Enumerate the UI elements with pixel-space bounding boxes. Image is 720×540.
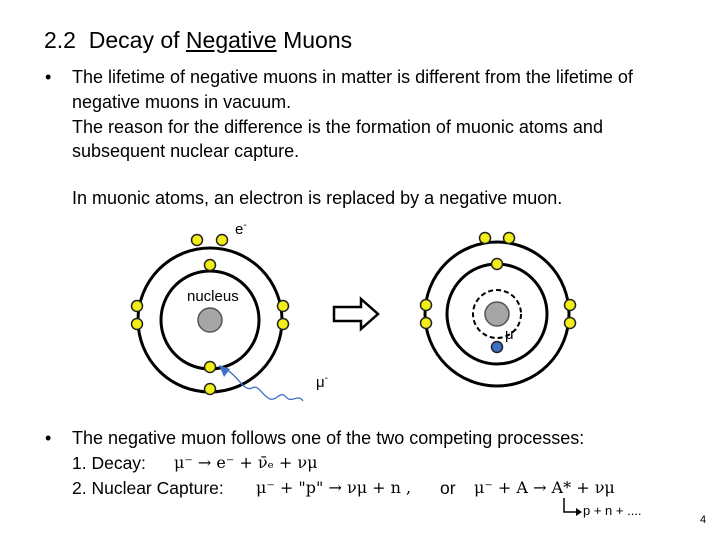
electron-4 bbox=[130, 299, 144, 313]
electron-13 bbox=[419, 298, 433, 312]
electron-1 bbox=[190, 233, 204, 247]
capture-equation-2: μ⁻ + A → A* + νμ bbox=[474, 478, 615, 497]
processes-heading: The negative muon follows one of the two… bbox=[72, 428, 585, 448]
electron-2 bbox=[215, 233, 229, 247]
branch-products: p + n + .... bbox=[583, 503, 642, 518]
intro-line-2: negative muons in vacuum. bbox=[72, 92, 292, 112]
capture-equation: μ⁻ + "p" → νμ + n , bbox=[256, 478, 412, 497]
nucleus-label: nucleus bbox=[187, 288, 239, 305]
free-muon-label: μ- bbox=[316, 373, 328, 391]
electron-5 bbox=[130, 317, 144, 331]
electron-7 bbox=[276, 317, 290, 331]
intro-line-3: The reason for the difference is the for… bbox=[72, 117, 603, 137]
incoming-muon-trajectory bbox=[226, 369, 304, 402]
bound-muon-label: μ- bbox=[505, 325, 517, 343]
bullet-1: • bbox=[45, 67, 52, 87]
intro-line-4: subsequent nuclear capture. bbox=[72, 141, 300, 161]
title-post: Muons bbox=[283, 27, 353, 53]
electron-12 bbox=[490, 257, 504, 271]
title-underlined: Negative bbox=[185, 27, 277, 53]
branch-arrow bbox=[563, 498, 582, 516]
capture-label: 2. Nuclear Capture: bbox=[72, 478, 224, 498]
intro-line-1: The lifetime of negative muons in matter… bbox=[72, 67, 633, 87]
decay-equation: μ⁻ → e⁻ + ν̄ₑ + νμ bbox=[174, 453, 318, 472]
bound-muon bbox=[490, 340, 504, 354]
electron-16 bbox=[563, 316, 577, 330]
intro-line-5: In muonic atoms, an electron is replaced… bbox=[72, 188, 563, 208]
slide-title: 2.2 Decay of Negative Muons bbox=[44, 27, 352, 54]
electron-8 bbox=[203, 360, 217, 374]
electron-9 bbox=[203, 382, 217, 396]
transition-arrow bbox=[332, 296, 380, 332]
electron-3 bbox=[203, 258, 217, 272]
title-pre: Decay of bbox=[88, 27, 180, 53]
trajectory-arrowhead bbox=[219, 365, 230, 377]
bullet-2: • bbox=[45, 428, 52, 448]
electron-14 bbox=[419, 316, 433, 330]
title-number: 2.2 bbox=[44, 27, 76, 53]
electron-15 bbox=[563, 298, 577, 312]
left-nucleus bbox=[197, 307, 223, 333]
electron-11 bbox=[502, 231, 516, 245]
page-number: 4 bbox=[700, 514, 707, 526]
electrons bbox=[130, 231, 577, 396]
decay-label: 1. Decay: bbox=[72, 453, 146, 473]
muon-orbit bbox=[472, 289, 522, 339]
right-nucleus bbox=[484, 301, 510, 327]
electron-10 bbox=[478, 231, 492, 245]
right-outer-orbit bbox=[423, 240, 571, 388]
or-text: or bbox=[440, 478, 456, 498]
electron-label: e- bbox=[235, 220, 247, 238]
electron-6 bbox=[276, 299, 290, 313]
